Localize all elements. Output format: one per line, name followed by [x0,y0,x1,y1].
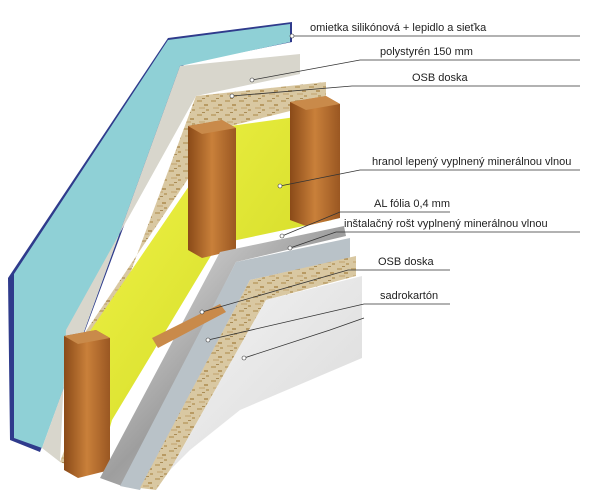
label-osb-inner: OSB doska [378,256,434,268]
leader-lines [201,35,580,359]
label-al-foil: AL fólia 0,4 mm [374,198,451,210]
label-plaster: omietka silikónová + lepidlo a sieťka [310,22,487,34]
label-polystyrene: polystyrén 150 mm [380,46,473,58]
gypsum-board-layer [170,276,362,470]
timber-studs [64,96,340,478]
mineral-wool-fill [88,112,332,470]
polystyrene-layer [42,54,300,462]
osb-inner-layer [140,256,356,490]
label-installation-grid: inštalačný rošt vyplnený minerálnou vlno… [344,218,548,230]
label-gypsum: sadrokartón [380,290,439,302]
leader-dots [199,33,295,361]
installation-grid [120,238,350,490]
label-glued-beam: hranol lepený vyplnený minerálnou vlnou [372,156,572,168]
label-osb-outer: OSB doska [412,72,468,84]
al-foil-layer [100,226,346,486]
